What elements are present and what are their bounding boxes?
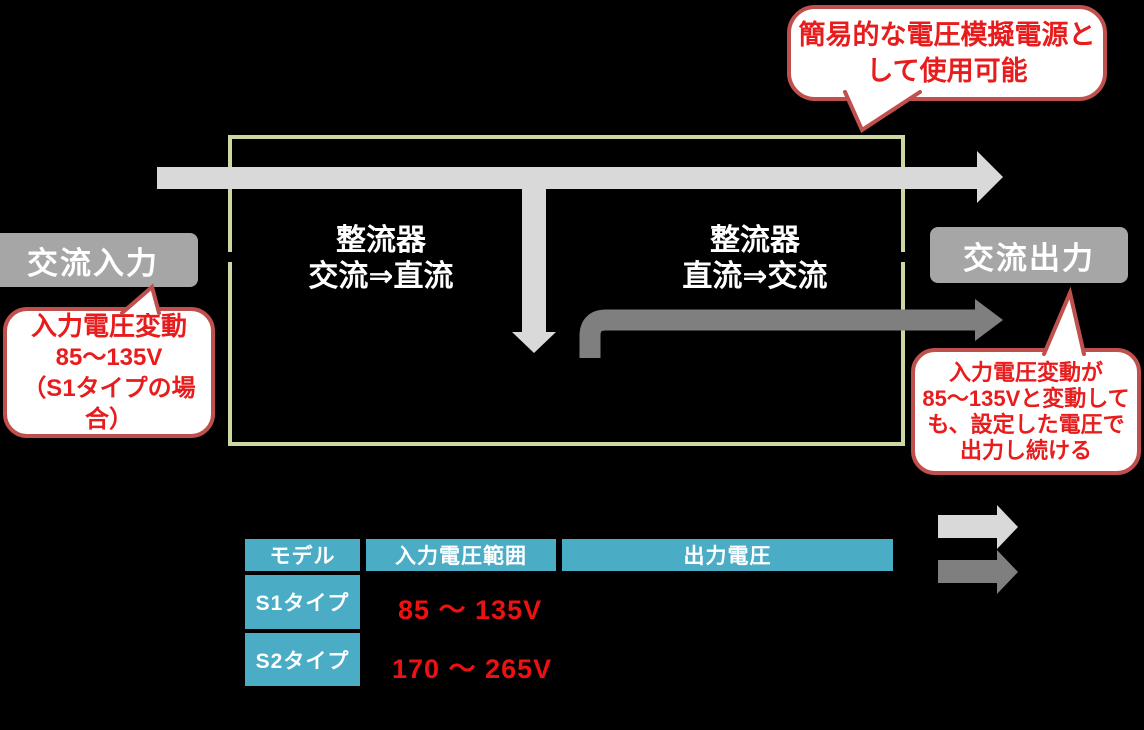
rectifier-arrow-down-icon [512,172,556,353]
outline-gap-right [897,252,905,262]
dc-flow-arrowhead-icon [975,299,1003,341]
table-cell-input-range-s1: 85 〜 135V [398,595,543,625]
ac-output-box: 交流出力 [930,227,1128,283]
input-callout: 入力電圧変動 85〜135V （S1タイプの場合） [3,307,215,438]
output-callout-line4: 出力し続ける [959,437,1092,463]
output-callout-line1: 入力電圧変動が [948,359,1103,385]
output-callout: 入力電圧変動が 85〜135Vと変動して も、設定した電圧で 出力し続ける [911,348,1141,475]
rectifier-dc-ac-line2: 直流⇒交流 [682,260,828,293]
ac-flow-arrow-right-icon [157,151,1003,203]
input-callout-line1: 入力電圧変動 [30,310,187,341]
legend-arrow-dark-icon [938,550,1018,594]
table-cell-model-s1: S1タイプ [245,575,360,629]
input-callout-line2: 85〜135V [55,343,163,371]
dc-flow-elbow-icon [579,309,975,358]
ac-input-label: 交流入力 [27,245,159,281]
table-header-output-voltage: 出力電圧 [562,539,893,571]
ac-output-label: 交流出力 [963,240,1095,276]
input-callout-line3: （S1タイプの場合） [22,374,196,433]
rectifier-dc-ac-line1: 整流器 [710,224,800,257]
top-callout: 簡易的な電圧模擬電源と して使用可能 [787,5,1107,101]
rectifier-ac-dc-line1: 整流器 [336,224,426,257]
outline-gap-left [226,252,234,262]
top-callout-line2: して使用可能 [866,56,1028,86]
rectifier-ac-dc-line2: 交流⇒直流 [308,260,454,293]
table-cell-input-range-s2: 170 〜 265V [392,654,553,684]
table-cell-model-s2: S2タイプ [245,633,360,686]
input-callout-tail [120,283,161,315]
table-header-input-range: 入力電圧範囲 [366,539,556,571]
top-callout-line1: 簡易的な電圧模擬電源と [798,20,1096,50]
legend-arrow-light-icon [938,505,1018,549]
ac-input-box: 交流入力 [0,233,198,287]
rectifier-dc-ac-label: 整流器 直流⇒交流 [625,223,885,295]
output-callout-line3: も、設定した電圧で [927,411,1125,437]
output-callout-tail [1042,286,1086,356]
rectifier-ac-dc-label: 整流器 交流⇒直流 [251,223,511,295]
table-header-model: モデル [245,539,360,571]
top-callout-tail [843,90,922,133]
converter-box-outline [228,135,905,446]
output-callout-line2: 85〜135Vと変動して [922,385,1130,411]
